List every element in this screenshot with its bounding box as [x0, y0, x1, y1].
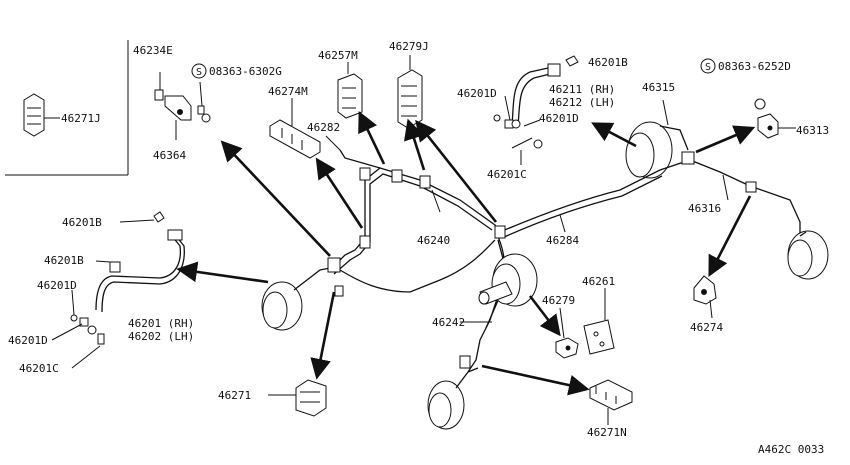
clip-46257m-icon	[337, 62, 363, 119]
label-46282: 46282	[307, 121, 340, 134]
label-46279j: 46279J	[389, 40, 429, 53]
label-46201b-left2: 46201B	[44, 254, 84, 267]
label-46284: 46284	[546, 234, 579, 247]
brake-drum-front-right-icon	[787, 230, 829, 280]
brake-drum-rear-left-icon	[427, 321, 492, 430]
clip-46279-icon	[555, 307, 579, 359]
brake-drum-center-icon	[478, 253, 538, 307]
label-46201d-left2: 46201D	[8, 334, 48, 347]
label-46242: 46242	[432, 316, 465, 329]
s-mark-left-icon: S	[191, 63, 207, 79]
brake-drum-front-left-icon	[261, 267, 331, 331]
label-46201b-left: 46201B	[62, 216, 102, 229]
label-46240: 46240	[417, 234, 450, 247]
label-46315: 46315	[642, 81, 675, 94]
label-46364: 46364	[153, 149, 186, 162]
label-46211: 46211 (RH)	[549, 83, 615, 96]
label-46201: 46201 (RH)	[128, 317, 194, 330]
label-46201d-left: 46201D	[37, 279, 77, 292]
label-46313: 46313	[796, 124, 829, 137]
label-46201c-top: 46201C	[487, 168, 527, 181]
label-08363-6252d: 08363-6252D	[718, 60, 791, 73]
part-labels: 46234E 08363-6302G 46257M 46279J 46271J …	[8, 40, 829, 456]
label-46201d-mid: 46201D	[539, 112, 579, 125]
label-08363-6302g: 08363-6302G	[209, 65, 282, 78]
label-46261: 46261	[582, 275, 615, 288]
label-46316: 46316	[688, 202, 721, 215]
label-46212: 46212 (LH)	[549, 96, 615, 109]
label-46201c-left: 46201C	[19, 362, 59, 375]
label-46274: 46274	[690, 321, 723, 334]
clip-46274m-icon	[269, 98, 321, 159]
s-mark-left-text: S	[196, 67, 202, 78]
bracket-46364-icon	[154, 72, 211, 140]
pipe-network	[325, 135, 801, 373]
label-46274m: 46274M	[268, 85, 308, 98]
reference-code: A462C 0033	[758, 443, 824, 456]
label-46257m: 46257M	[318, 49, 358, 62]
s-mark-right-icon: S	[700, 58, 716, 74]
clip-46271n-icon	[589, 379, 633, 425]
label-46234e: 46234E	[133, 44, 173, 57]
clip-46271-icon	[268, 379, 327, 417]
label-46271: 46271	[218, 389, 251, 402]
clip-46279j-icon	[397, 55, 423, 129]
label-46201b-top: 46201B	[588, 56, 628, 69]
s-mark-right-text: S	[705, 62, 711, 73]
bracket-46261-icon	[583, 288, 615, 355]
label-46202: 46202 (LH)	[128, 330, 194, 343]
label-46271n: 46271N	[587, 426, 627, 439]
clip-46271j-icon	[23, 93, 60, 137]
callout-arrows	[176, 110, 756, 396]
clip-46274-icon	[693, 275, 717, 319]
connector-46313-icon	[754, 98, 796, 139]
hose-46211-icon	[493, 55, 579, 165]
label-46271j: 46271J	[61, 112, 101, 125]
brake-drum-rear-right-icon	[625, 99, 689, 179]
label-46279: 46279	[542, 294, 575, 307]
inset-box	[5, 40, 129, 176]
label-46201d-top: 46201D	[457, 87, 497, 100]
hose-46201-icon	[51, 211, 185, 369]
